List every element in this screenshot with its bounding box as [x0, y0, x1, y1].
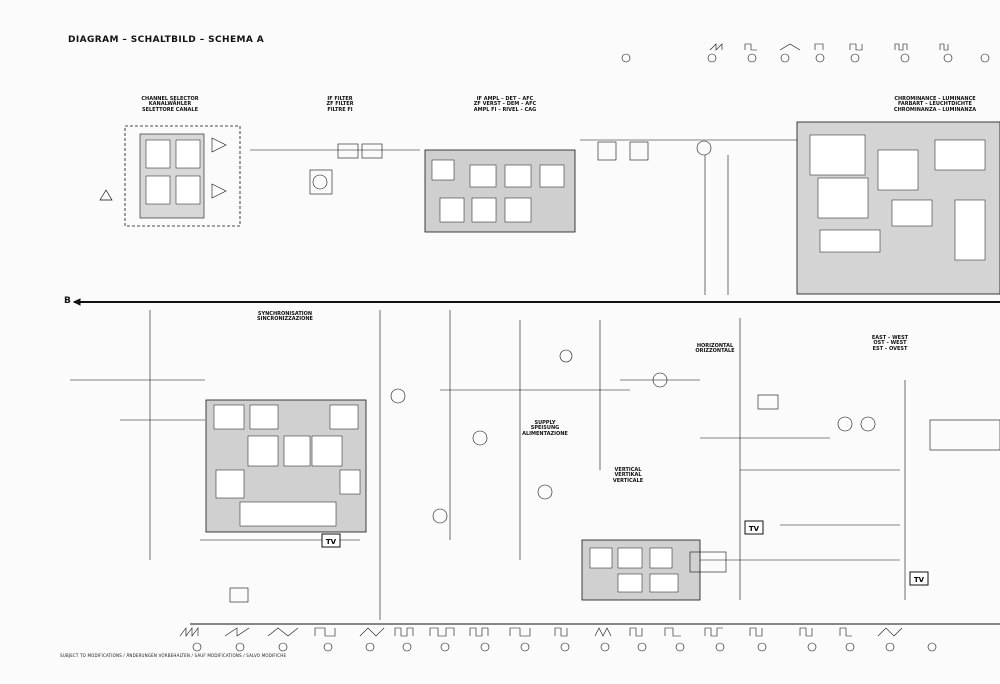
top-waveform-strip [621, 43, 990, 63]
rail-b-label: B [64, 296, 71, 306]
tv-badge-text-2: TV [749, 525, 760, 533]
vertical-ic [581, 539, 701, 601]
tv-badge-1: TV [321, 533, 341, 548]
if-ampl-ic [424, 149, 576, 233]
chrominance-ic [796, 121, 1000, 295]
channel-selector-block [124, 125, 241, 227]
tv-badge-text-3: TV [914, 576, 925, 584]
tv-badge-3: TV [909, 571, 929, 586]
footer-note: SUBJECT TO MODIFICATIONS / ÄNDERUNGEN VO… [60, 653, 287, 658]
rail-b [72, 298, 1000, 625]
sync-ic [205, 399, 367, 533]
warning-icon [99, 189, 113, 201]
diagram-title: DIAGRAM – SCHALTBILD – SCHEMA A [68, 35, 265, 45]
waveform-strip [179, 627, 937, 652]
if-filter-block [250, 143, 420, 195]
top-transistor-stages [580, 139, 800, 295]
tv-badge-2: TV [744, 520, 764, 535]
tv-badge-text-1: TV [326, 538, 337, 546]
